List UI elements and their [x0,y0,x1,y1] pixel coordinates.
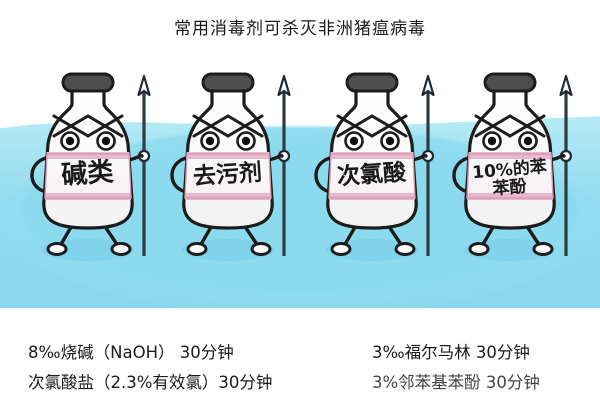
spear-3 [421,74,435,256]
bottle-label-2: 去污剂 [192,159,263,191]
caption-column-left: 8‰烧碱（NaOH） 30分钟 次氯酸盐（2.3%有效氯）30分钟 [28,338,272,398]
caption-right-line-1: 3‰福尔马林 30分钟 [372,343,530,362]
spear-2 [277,74,291,256]
bottle-group-4: 10%的苯 苯酚 [452,72,573,261]
bottle-group-3: 次氯酸 [314,72,435,261]
scene-svg: 碱类 [0,72,600,328]
scene-bottom-mask [0,308,600,328]
bottle-label-3: 次氯酸 [336,159,408,191]
bottle-group-2: 去污剂 [170,72,291,261]
caption-left-line-2: 次氯酸盐（2.3%有效氯）30分钟 [28,373,273,392]
illustration-scene: 碱类 [0,60,600,328]
caption-right-line-2: 3%邻苯基苯酚 30分钟 [372,373,540,392]
background-blob [0,125,600,315]
caption-left-line-1: 8‰烧碱（NaOH） 30分钟 [28,343,234,362]
bottle-label-4-line-2: 苯酚 [491,175,529,199]
bottle-group-1: 碱类 [30,72,151,261]
page-title: 常用消毒剂可杀灭非洲猪瘟病毒 [174,19,426,39]
caption-area: 8‰烧碱（NaOH） 30分钟 次氯酸盐（2.3%有效氯）30分钟 3‰福尔马林… [0,336,600,413]
spear-4 [559,74,573,256]
bottle-label-1: 碱类 [60,157,114,191]
caption-column-right: 3‰福尔马林 30分钟 3%邻苯基苯酚 30分钟 [372,338,540,398]
